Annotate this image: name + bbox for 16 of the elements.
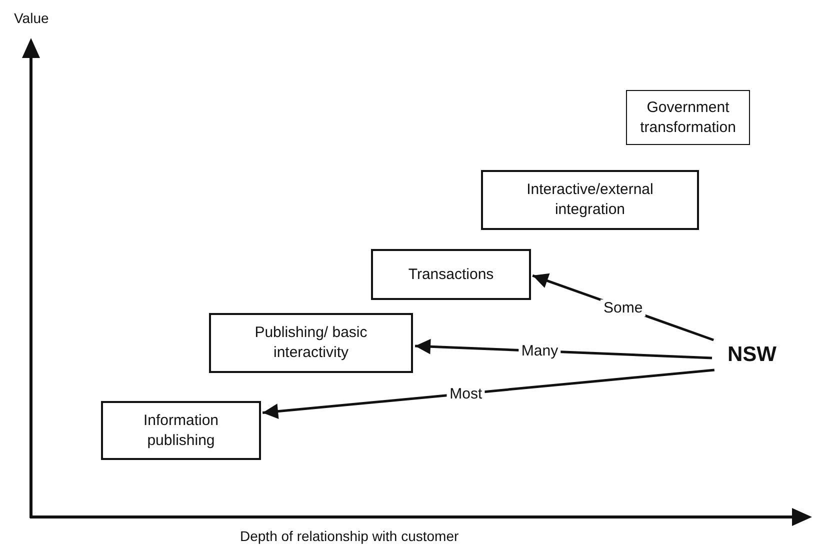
stage-text: Information publishing — [142, 410, 220, 450]
stage-box — [101, 401, 261, 460]
stage-box — [626, 90, 750, 145]
region-label: NSW — [712, 340, 792, 370]
arrow — [262, 368, 715, 419]
stage-box — [481, 170, 699, 230]
edge-label: Some — [600, 299, 646, 316]
stage-text: Government transformation — [639, 98, 737, 138]
axis-title: Depth of relationship with customer — [240, 528, 459, 544]
stage-text: Transactions — [408, 264, 494, 284]
axis-title: Value — [14, 10, 49, 26]
edge-label: Many — [518, 342, 562, 360]
stage-text: Publishing/ basic interactivity — [254, 323, 368, 363]
stage-text: Interactive/external integration — [526, 180, 654, 220]
stage-box — [371, 249, 531, 300]
stage-box — [209, 313, 413, 373]
